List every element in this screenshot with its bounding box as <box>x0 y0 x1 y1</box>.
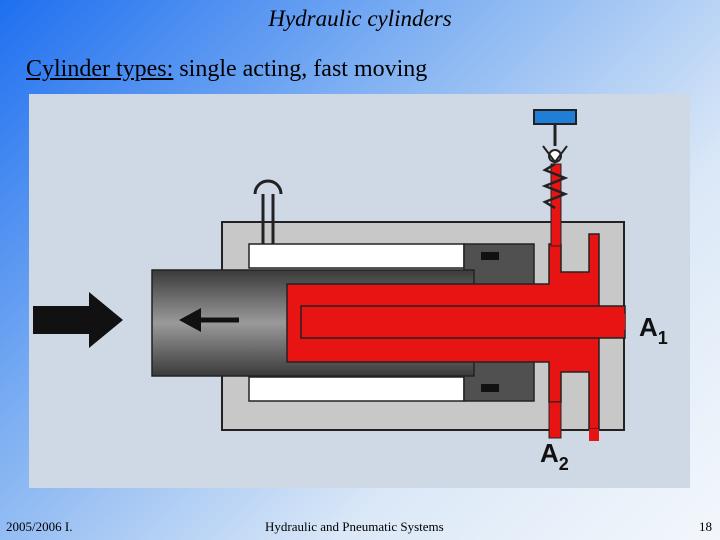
footer-page-number: 18 <box>699 519 712 534</box>
cylinder-diagram-svg: A1 A2 <box>33 109 668 474</box>
seal-top <box>481 252 499 260</box>
pressure-line-bottom <box>589 429 599 441</box>
breather-fitting <box>253 179 283 195</box>
slide-subtitle: Cylinder types: single acting, fast movi… <box>26 56 427 83</box>
check-valve-seat <box>542 145 568 164</box>
port-a1-label: A1 <box>639 312 668 348</box>
rod-arrow-head <box>179 308 201 332</box>
footer-course: Hydraulic and Pneumatic Systems <box>265 519 444 534</box>
footer-date: 2005/2006 I. <box>6 519 73 534</box>
subtitle-text: single acting, fast moving <box>173 56 428 82</box>
reservoir-tank <box>533 109 577 125</box>
slide-title: Hydraulic cylinders <box>268 6 452 31</box>
port-a2-line <box>548 401 562 439</box>
port-a2-label: A2 <box>540 438 569 474</box>
valve-spring <box>541 162 569 210</box>
seal-bottom <box>481 384 499 392</box>
subtitle-label: Cylinder types: <box>26 56 174 82</box>
input-arrow <box>33 292 123 348</box>
pressure-core <box>311 314 625 330</box>
cylinder-diagram: A1 A2 <box>29 94 690 488</box>
lower-chamber <box>248 376 465 402</box>
upper-chamber <box>248 243 465 269</box>
